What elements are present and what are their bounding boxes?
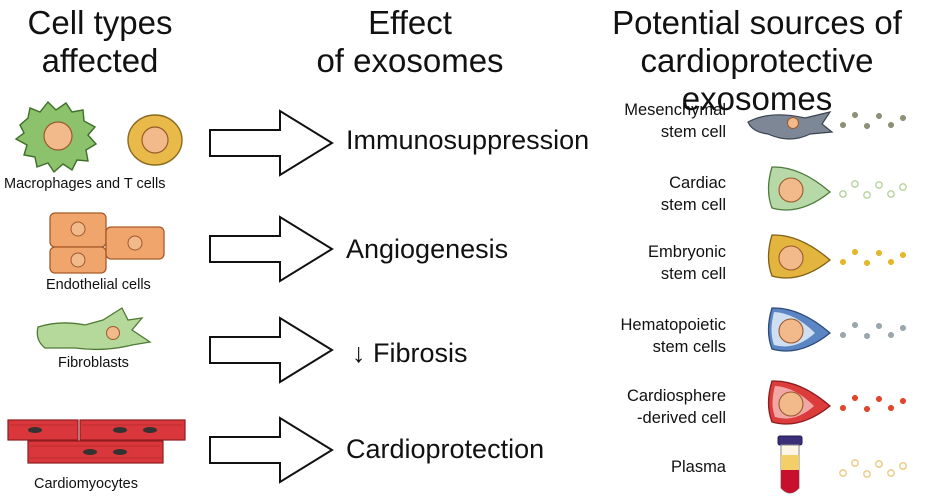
- exosome-dot: [851, 321, 859, 329]
- source-label-plasma-line1: Plasma: [670, 458, 726, 476]
- source-label-mesenchymal-line2: stem cell: [660, 123, 726, 141]
- source-label-plasma: Plasma: [566, 456, 726, 478]
- exosome-dot: [875, 322, 883, 330]
- exosome-dot: [863, 470, 871, 478]
- effect-label-immunosuppression: Immunosuppression: [346, 125, 590, 155]
- exosome-dot: [875, 181, 883, 189]
- exosome-dot: [887, 190, 895, 198]
- exosome-dot: [875, 249, 883, 257]
- header-effect-line2: of exosomes: [316, 42, 504, 79]
- exosome-dot: [899, 251, 907, 259]
- plasma-tube-icon: [777, 435, 803, 494]
- header-cell-types-line2: affected: [41, 42, 159, 79]
- cell-type-label-fibroblasts: Fibroblasts: [58, 355, 129, 371]
- cardiomyocytes-icon: [7, 419, 186, 464]
- arrow-icon-cardioprotection: [209, 416, 334, 484]
- header-cell-types: Cell types affected: [0, 4, 200, 80]
- exosome-dot: [863, 332, 871, 340]
- exosome-dot: [851, 180, 859, 188]
- exosome-dot: [839, 258, 847, 266]
- source-label-embryonic-line1: Embryonic: [648, 243, 726, 261]
- cell-type-label-cardiomyocytes: Cardiomyocytes: [34, 476, 138, 492]
- exosome-dot: [863, 122, 871, 130]
- source-label-cardiosphere-line1: Cardiosphere: [626, 387, 726, 405]
- embryonic-stem-cell-icon: [767, 234, 832, 279]
- exosome-dot: [839, 190, 847, 198]
- exosome-dot: [887, 331, 895, 339]
- exosome-dot: [887, 404, 895, 412]
- effect-label-angiogenesis: Angiogenesis: [346, 234, 509, 264]
- exosome-dot: [863, 191, 871, 199]
- header-effect: Effect of exosomes: [290, 4, 530, 80]
- source-label-hematopoietic-line1: Hematopoietic: [620, 316, 726, 334]
- exosome-dot: [899, 183, 907, 191]
- exosome-dot: [851, 459, 859, 467]
- t-cell-nucleus-icon: [141, 126, 169, 154]
- cell-type-label-endothelial: Endothelial cells: [46, 277, 151, 293]
- header-sources-line1: Potential sources of: [612, 4, 902, 41]
- mesenchymal-stem-cell-icon: [747, 111, 834, 140]
- source-label-cardiac-line2: stem cell: [660, 196, 726, 214]
- exosome-dot: [875, 460, 883, 468]
- exosome-dot: [851, 111, 859, 119]
- header-effect-line1: Effect: [368, 4, 452, 41]
- hematopoietic-stem-cell-icon: [767, 307, 832, 352]
- exosome-dot: [839, 121, 847, 129]
- exosome-dot: [899, 462, 907, 470]
- source-label-mesenchymal-line1: Mesenchymal: [624, 101, 726, 119]
- fibroblast-cell-icon: [36, 307, 152, 351]
- endothelial-cells-icon: [49, 212, 165, 274]
- exosome-dot: [851, 394, 859, 402]
- source-label-hematopoietic-line2: stem cells: [652, 338, 726, 356]
- header-sources-line2: cardioprotective exosomes: [640, 42, 874, 117]
- macrophage-nucleus-icon: [43, 121, 73, 151]
- arrow-icon-fibrosis: [209, 316, 334, 384]
- effect-label-cardioprotection: Cardioprotection: [346, 434, 545, 464]
- exosome-dot: [887, 469, 895, 477]
- cardiosphere-derived-cell-icon: [767, 380, 832, 425]
- arrow-icon-immunosuppression: [209, 109, 334, 177]
- exosome-dot: [839, 469, 847, 477]
- cell-type-label-macrophages: Macrophages and T cells: [4, 176, 166, 192]
- exosome-dots-layer: [839, 111, 907, 478]
- source-label-embryonic: Embryonic stem cell: [566, 241, 726, 285]
- exosome-dot: [887, 121, 895, 129]
- cardiac-stem-cell-icon: [767, 166, 832, 211]
- arrow-icon-angiogenesis: [209, 215, 334, 283]
- exosome-dot: [839, 331, 847, 339]
- exosome-dot: [851, 248, 859, 256]
- exosome-dot: [863, 259, 871, 267]
- source-label-mesenchymal: Mesenchymal stem cell: [566, 99, 726, 143]
- exosome-dot: [875, 395, 883, 403]
- source-label-embryonic-line2: stem cell: [660, 265, 726, 283]
- header-sources: Potential sources of cardioprotective ex…: [573, 4, 941, 118]
- exosome-dot: [887, 258, 895, 266]
- exosome-dot: [899, 114, 907, 122]
- exosome-dot: [839, 404, 847, 412]
- exosome-dot: [899, 324, 907, 332]
- source-label-cardiosphere: Cardiosphere -derived cell: [566, 385, 726, 429]
- effect-label-fibrosis: ↓ Fibrosis: [352, 338, 468, 368]
- source-label-cardiac-line1: Cardiac: [669, 174, 726, 192]
- exosome-dot: [899, 397, 907, 405]
- header-cell-types-line1: Cell types: [27, 4, 173, 41]
- source-label-hematopoietic: Hematopoietic stem cells: [566, 314, 726, 358]
- exosome-dot: [863, 405, 871, 413]
- source-label-cardiac: Cardiac stem cell: [566, 172, 726, 216]
- exosome-dot: [875, 112, 883, 120]
- source-label-cardiosphere-line2: -derived cell: [637, 409, 726, 427]
